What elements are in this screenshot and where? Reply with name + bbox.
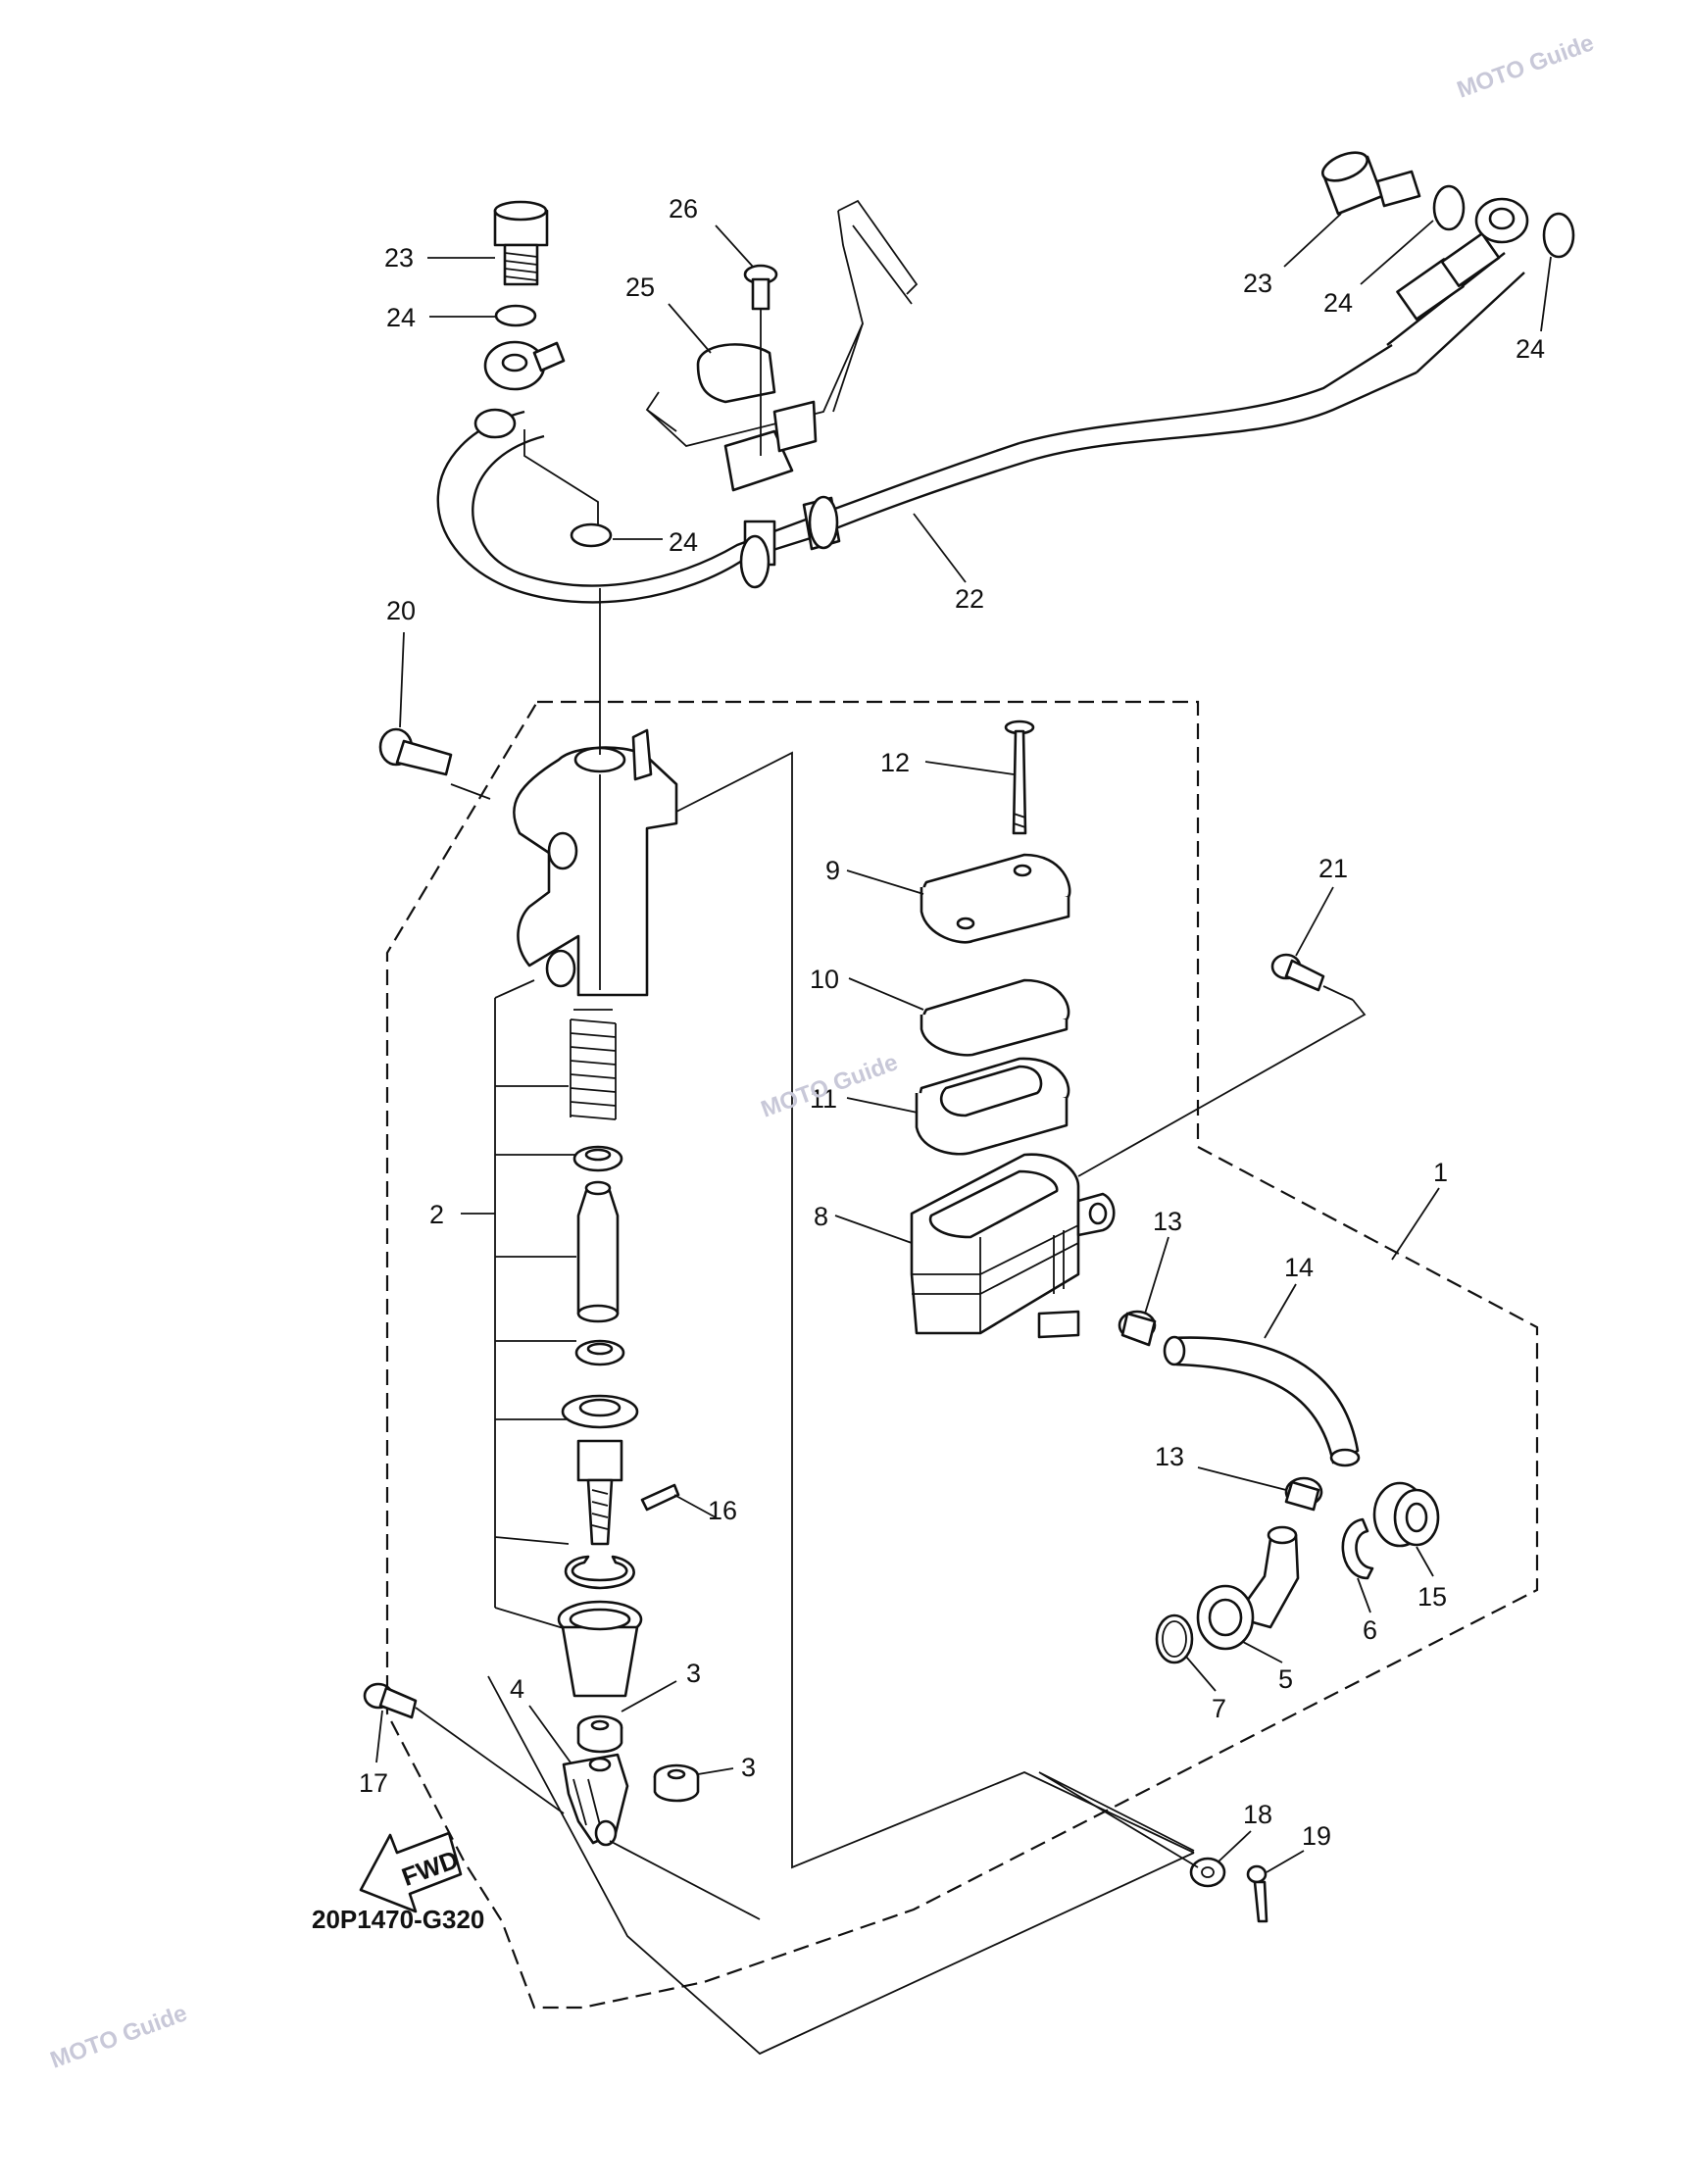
callout-20: 20 bbox=[386, 596, 416, 625]
callout-13-lower: 13 bbox=[1155, 1442, 1184, 1471]
cap-9 bbox=[920, 853, 1071, 944]
callout-11: 11 bbox=[810, 1084, 837, 1114]
banjo-fitting-upper-right bbox=[1474, 197, 1529, 244]
dust-boot bbox=[557, 1600, 643, 1698]
callout-16: 16 bbox=[708, 1496, 737, 1525]
watermark-top-right: MOTO Guide bbox=[1454, 29, 1598, 103]
cup-seal-upper bbox=[572, 1145, 623, 1172]
cotter-pin-19 bbox=[1246, 1864, 1268, 1923]
brake-hose bbox=[436, 232, 1525, 604]
union-bolt-23-left bbox=[493, 200, 549, 286]
hose-joint-5 bbox=[1196, 1525, 1300, 1651]
fwd-arrow: FWD bbox=[359, 1831, 463, 1913]
callout-2: 2 bbox=[429, 1200, 444, 1229]
grommet-15 bbox=[1372, 1481, 1440, 1548]
callout-8: 8 bbox=[814, 1202, 828, 1231]
watermark-text: MOTO Guide bbox=[1454, 29, 1598, 103]
callout-23-left: 23 bbox=[384, 243, 414, 273]
callout-4: 4 bbox=[510, 1674, 524, 1704]
callout-22: 22 bbox=[955, 584, 984, 614]
circlip bbox=[564, 1555, 635, 1590]
callout-10: 10 bbox=[810, 965, 839, 994]
cup-seal-lower bbox=[574, 1339, 625, 1366]
callout-3-upper: 3 bbox=[686, 1659, 701, 1688]
pin-leader-line bbox=[609, 1771, 1199, 1920]
callout-6: 6 bbox=[1363, 1615, 1377, 1645]
banjo-fitting-upper-left bbox=[483, 340, 566, 391]
callout-13-upper: 13 bbox=[1153, 1207, 1182, 1236]
callout-9: 9 bbox=[825, 856, 840, 885]
push-rod-assembly bbox=[561, 1394, 639, 1546]
reservoir-8 bbox=[910, 1153, 1116, 1339]
callout-3-lower: 3 bbox=[741, 1753, 756, 1782]
washer-24-right-a bbox=[1432, 184, 1466, 231]
callout-12: 12 bbox=[880, 748, 910, 777]
assembly-outline-1 bbox=[385, 700, 1539, 2010]
callout-14: 14 bbox=[1284, 1253, 1314, 1282]
callout-5: 5 bbox=[1278, 1664, 1293, 1694]
hose-guide-25 bbox=[645, 199, 919, 492]
callout-21: 21 bbox=[1318, 854, 1348, 883]
clamp-13-upper bbox=[1118, 1310, 1157, 1347]
callout-24-left: 24 bbox=[386, 303, 416, 332]
spring bbox=[570, 1009, 617, 1120]
callout-24-right-b: 24 bbox=[1516, 334, 1545, 364]
circlip-6 bbox=[1341, 1517, 1374, 1580]
callout-24-center: 24 bbox=[669, 527, 698, 557]
callout-25: 25 bbox=[625, 273, 655, 302]
bracket-2 bbox=[461, 979, 576, 1630]
watermark-bottom-left: MOTO Guide bbox=[47, 2000, 191, 2073]
washer-24-left-top bbox=[494, 304, 537, 327]
washer-24-center bbox=[570, 522, 613, 548]
washer-24-right-b bbox=[1542, 212, 1575, 259]
pin-16 bbox=[640, 1483, 717, 1518]
clevis-4 bbox=[562, 1753, 629, 1847]
callouts: 23 24 24 26 25 22 23 24 24 20 12 9 bbox=[359, 194, 1552, 1873]
callout-15: 15 bbox=[1417, 1582, 1447, 1612]
callout-18: 18 bbox=[1243, 1800, 1272, 1829]
plate-10 bbox=[920, 978, 1070, 1057]
washer-18 bbox=[1189, 1857, 1226, 1888]
callout-1: 1 bbox=[1433, 1158, 1448, 1187]
watermark-text: MOTO Guide bbox=[47, 2000, 191, 2073]
callout-23-right: 23 bbox=[1243, 269, 1272, 298]
clamp-13-lower bbox=[1284, 1476, 1323, 1512]
master-cylinder-body bbox=[513, 728, 678, 997]
nut-3-lower bbox=[653, 1763, 700, 1803]
reservoir-hose-14 bbox=[1163, 1335, 1361, 1467]
callout-7: 7 bbox=[1212, 1694, 1226, 1723]
bolt-20 bbox=[378, 727, 453, 776]
o-ring-7-inner bbox=[1162, 1620, 1187, 1658]
bolt-21 bbox=[1077, 953, 1367, 1177]
screw-12 bbox=[1004, 720, 1035, 835]
nut-3-upper bbox=[576, 1714, 623, 1754]
cylinder-frame bbox=[487, 751, 1195, 2056]
callout-19: 19 bbox=[1302, 1821, 1331, 1851]
callout-26: 26 bbox=[669, 194, 698, 223]
callout-17: 17 bbox=[359, 1768, 388, 1798]
bolt-26 bbox=[743, 264, 778, 456]
piston bbox=[576, 1180, 620, 1323]
drawing-code: 20P1470-G320 bbox=[312, 1905, 484, 1934]
callout-24-right-a: 24 bbox=[1323, 288, 1353, 318]
diaphragm-11 bbox=[915, 1057, 1070, 1156]
bolt-17 bbox=[363, 1682, 565, 1814]
union-bolt-23-right bbox=[1320, 151, 1421, 216]
